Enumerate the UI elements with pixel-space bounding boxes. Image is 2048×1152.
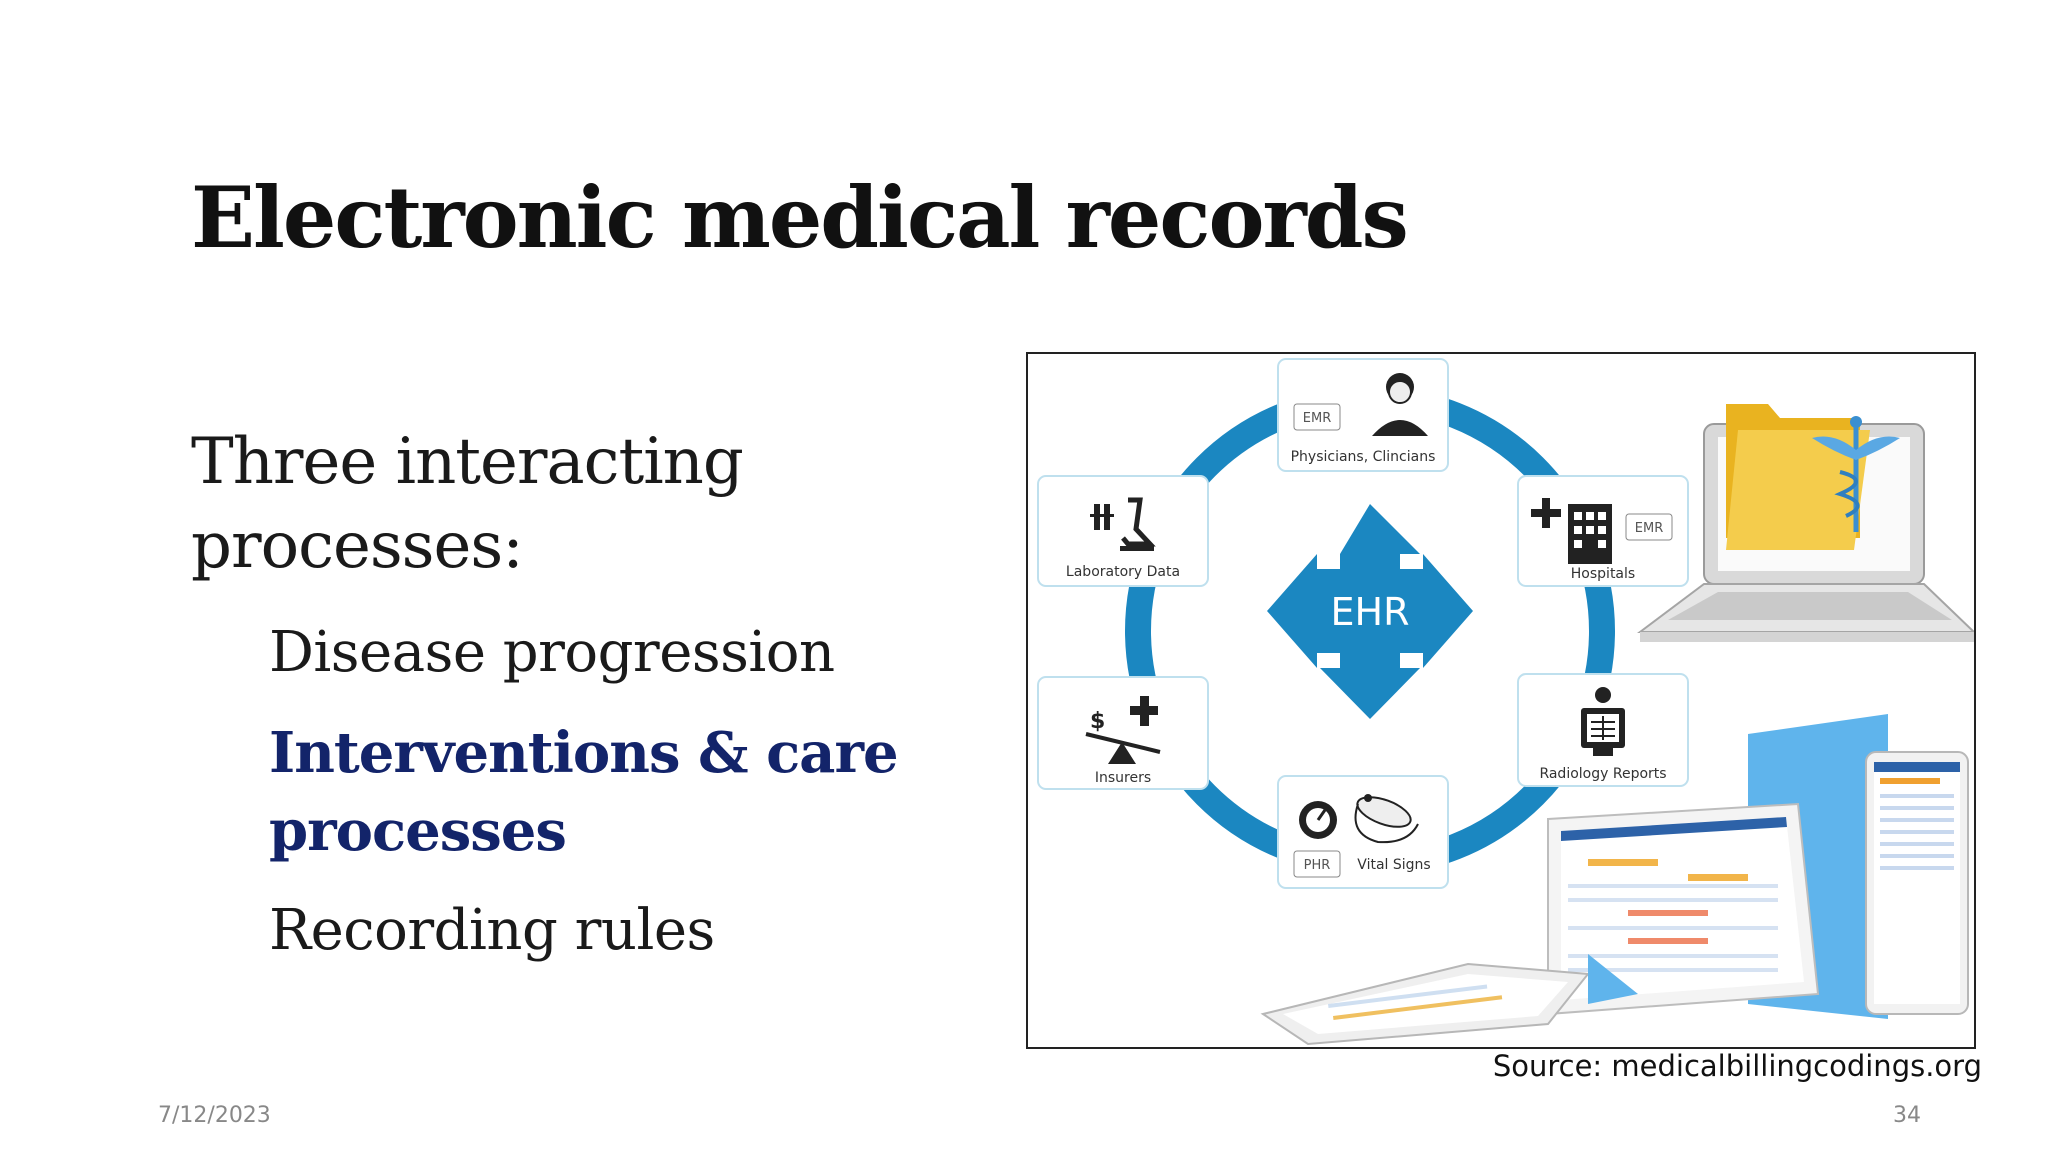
caduceus-icon [1812, 416, 1900, 532]
image-source-caption: Source: medicalbillingcodings.org [1492, 1049, 1982, 1083]
ehr-cross-shape: EHR [1267, 504, 1473, 719]
page-number: 34 [1893, 1103, 1921, 1128]
node-laboratory: Laboratory Data [1037, 475, 1209, 587]
node-physicians: EMR Physicians, Clincians [1277, 358, 1449, 472]
svg-text:$: $ [1090, 709, 1105, 734]
hospitals-label: Hospitals [1571, 566, 1635, 582]
bullet-interventions: Interventions & care processes [269, 720, 899, 864]
bullet-list: Disease progression Interventions & care… [191, 614, 951, 970]
scale-icon: $ [1085, 696, 1161, 764]
bullet-disease-progression: Disease progression [269, 620, 835, 685]
radiology-label: Radiology Reports [1539, 766, 1666, 782]
ehr-figure: EHR EMR Physicians, Clincians [1026, 352, 1976, 1049]
xray-icon [1581, 687, 1625, 756]
node-insurers: $ Insurers [1037, 676, 1209, 790]
microscope-icon [1090, 497, 1156, 551]
lead-text: Three interacting processes: [191, 425, 744, 583]
footer-date: 7/12/2023 [158, 1103, 271, 1128]
slide-body: Three interacting processes: Disease pro… [191, 420, 951, 992]
vitals-tag: PHR [1304, 858, 1331, 873]
vitals-label: Vital Signs [1357, 857, 1430, 873]
slide-title: Electronic medical records [191, 168, 1409, 267]
node-hospitals: EMR Hospitals [1517, 475, 1689, 587]
insurers-label: Insurers [1095, 770, 1151, 786]
gauge-icon [1299, 801, 1337, 839]
physicians-tag: EMR [1303, 411, 1331, 426]
flat-tablet-image [1260, 954, 1638, 1046]
ehr-diagram: EHR EMR Physicians, Clincians [1037, 358, 1974, 1046]
node-radiology: Radiology Reports [1517, 673, 1689, 787]
bullet-recording-rules: Recording rules [269, 898, 715, 963]
doctor-icon [1372, 373, 1428, 436]
hospitals-tag: EMR [1635, 521, 1663, 536]
ehr-center-label: EHR [1331, 590, 1410, 634]
blood-pressure-cuff-icon [1354, 794, 1419, 844]
node-vitals: PHR Vital Signs [1277, 775, 1449, 889]
laboratory-label: Laboratory Data [1066, 564, 1180, 580]
white-tablet-image [1547, 802, 1820, 1016]
physicians-label: Physicians, Clincians [1291, 449, 1436, 465]
folder-icon [1726, 404, 1870, 550]
hospital-icon [1531, 498, 1612, 564]
